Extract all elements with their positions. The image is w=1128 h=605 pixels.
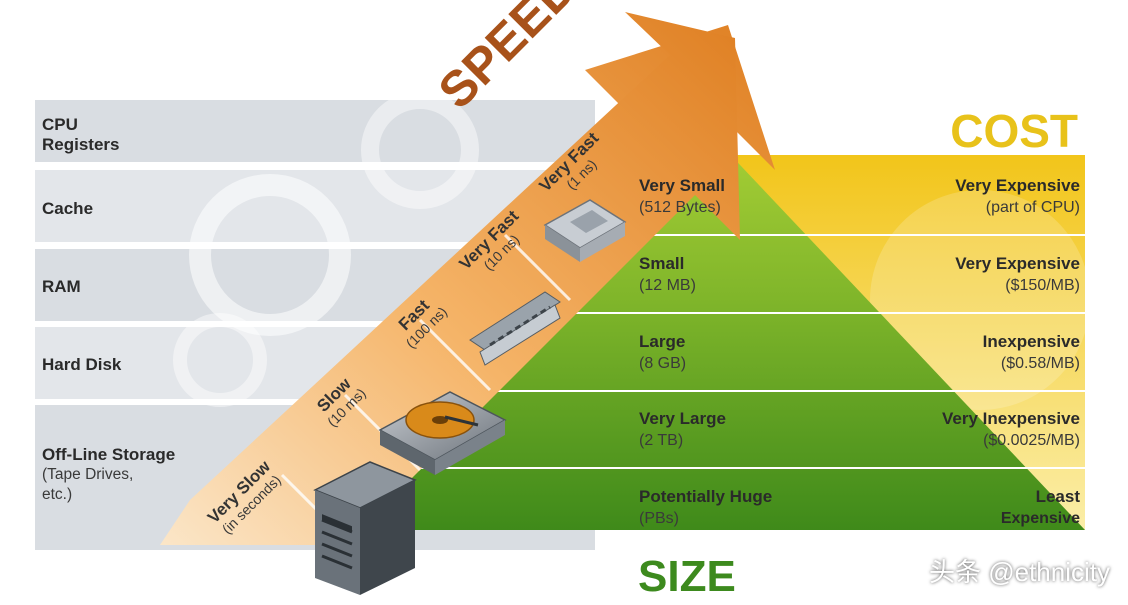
cost-row-cpu: Very Expensive (part of CPU)	[955, 175, 1080, 219]
gear-icon	[361, 91, 479, 209]
size-detail: (PBs)	[639, 510, 679, 527]
gear-icon	[870, 190, 1090, 410]
size-row-hard-disk: Very Large (2 TB)	[639, 408, 726, 452]
gear-icon	[173, 313, 267, 407]
cost-detail: ($0.0025/MB)	[983, 432, 1080, 449]
cost-row-ram: Inexpensive ($0.58/MB)	[983, 331, 1080, 375]
size-row-ram: Large (8 GB)	[639, 331, 686, 375]
size-row-offline: Potentially Huge (PBs)	[639, 486, 772, 530]
size-title: SIZE	[638, 552, 736, 601]
gear-icon	[189, 174, 351, 336]
server-tower-icon	[313, 461, 417, 595]
cost-title: COST	[950, 105, 1078, 157]
level-label-cpu-registers: CPU Registers	[42, 115, 120, 154]
size-detail: (512 Bytes)	[639, 199, 721, 216]
watermark: 头条 @ethnicity	[929, 557, 1110, 587]
size-label: Potentially Huge	[639, 487, 773, 506]
cost-row-hard-disk: Very Inexpensive ($0.0025/MB)	[942, 408, 1080, 452]
level-label-offline-storage: Off-Line Storage (Tape Drives, etc.)	[42, 445, 175, 505]
size-detail: (2 TB)	[639, 432, 684, 449]
size-label: Large	[639, 332, 686, 351]
size-row-cpu: Very Small (512 Bytes)	[639, 175, 725, 219]
cost-label: Very Inexpensive	[942, 409, 1080, 428]
size-row-cache: Small (12 MB)	[639, 253, 696, 297]
size-label: Very Small	[639, 176, 726, 195]
size-detail: (8 GB)	[639, 355, 687, 372]
cost-row-cache: Very Expensive ($150/MB)	[955, 253, 1080, 297]
level-offline-detail: (Tape Drives, etc.)	[42, 466, 134, 503]
cost-label: Very Expensive	[955, 176, 1080, 195]
band-cpu-registers	[35, 100, 595, 162]
level-label-cache: Cache	[42, 199, 94, 218]
cost-row-offline: Least Expensive	[1001, 486, 1080, 530]
cost-detail: (part of CPU)	[985, 199, 1080, 216]
cpu-chip-icon	[543, 199, 627, 262]
size-label: Very Large	[639, 409, 726, 428]
level-label-ram: RAM	[42, 277, 81, 296]
level-offline-name: Off-Line Storage	[42, 445, 176, 464]
cost-label: Least	[1035, 487, 1080, 506]
cost-detail: Expensive	[1000, 510, 1080, 527]
cost-label: Very Expensive	[955, 254, 1080, 273]
cost-label: Inexpensive	[982, 332, 1080, 351]
ram-module-icon	[469, 291, 561, 366]
hard-disk-icon	[378, 391, 507, 475]
cost-detail: ($150/MB)	[1005, 277, 1080, 294]
size-label: Small	[639, 254, 685, 273]
cost-detail: ($0.58/MB)	[1000, 355, 1080, 372]
size-detail: (12 MB)	[639, 277, 696, 294]
level-label-hard-disk: Hard Disk	[42, 355, 122, 374]
